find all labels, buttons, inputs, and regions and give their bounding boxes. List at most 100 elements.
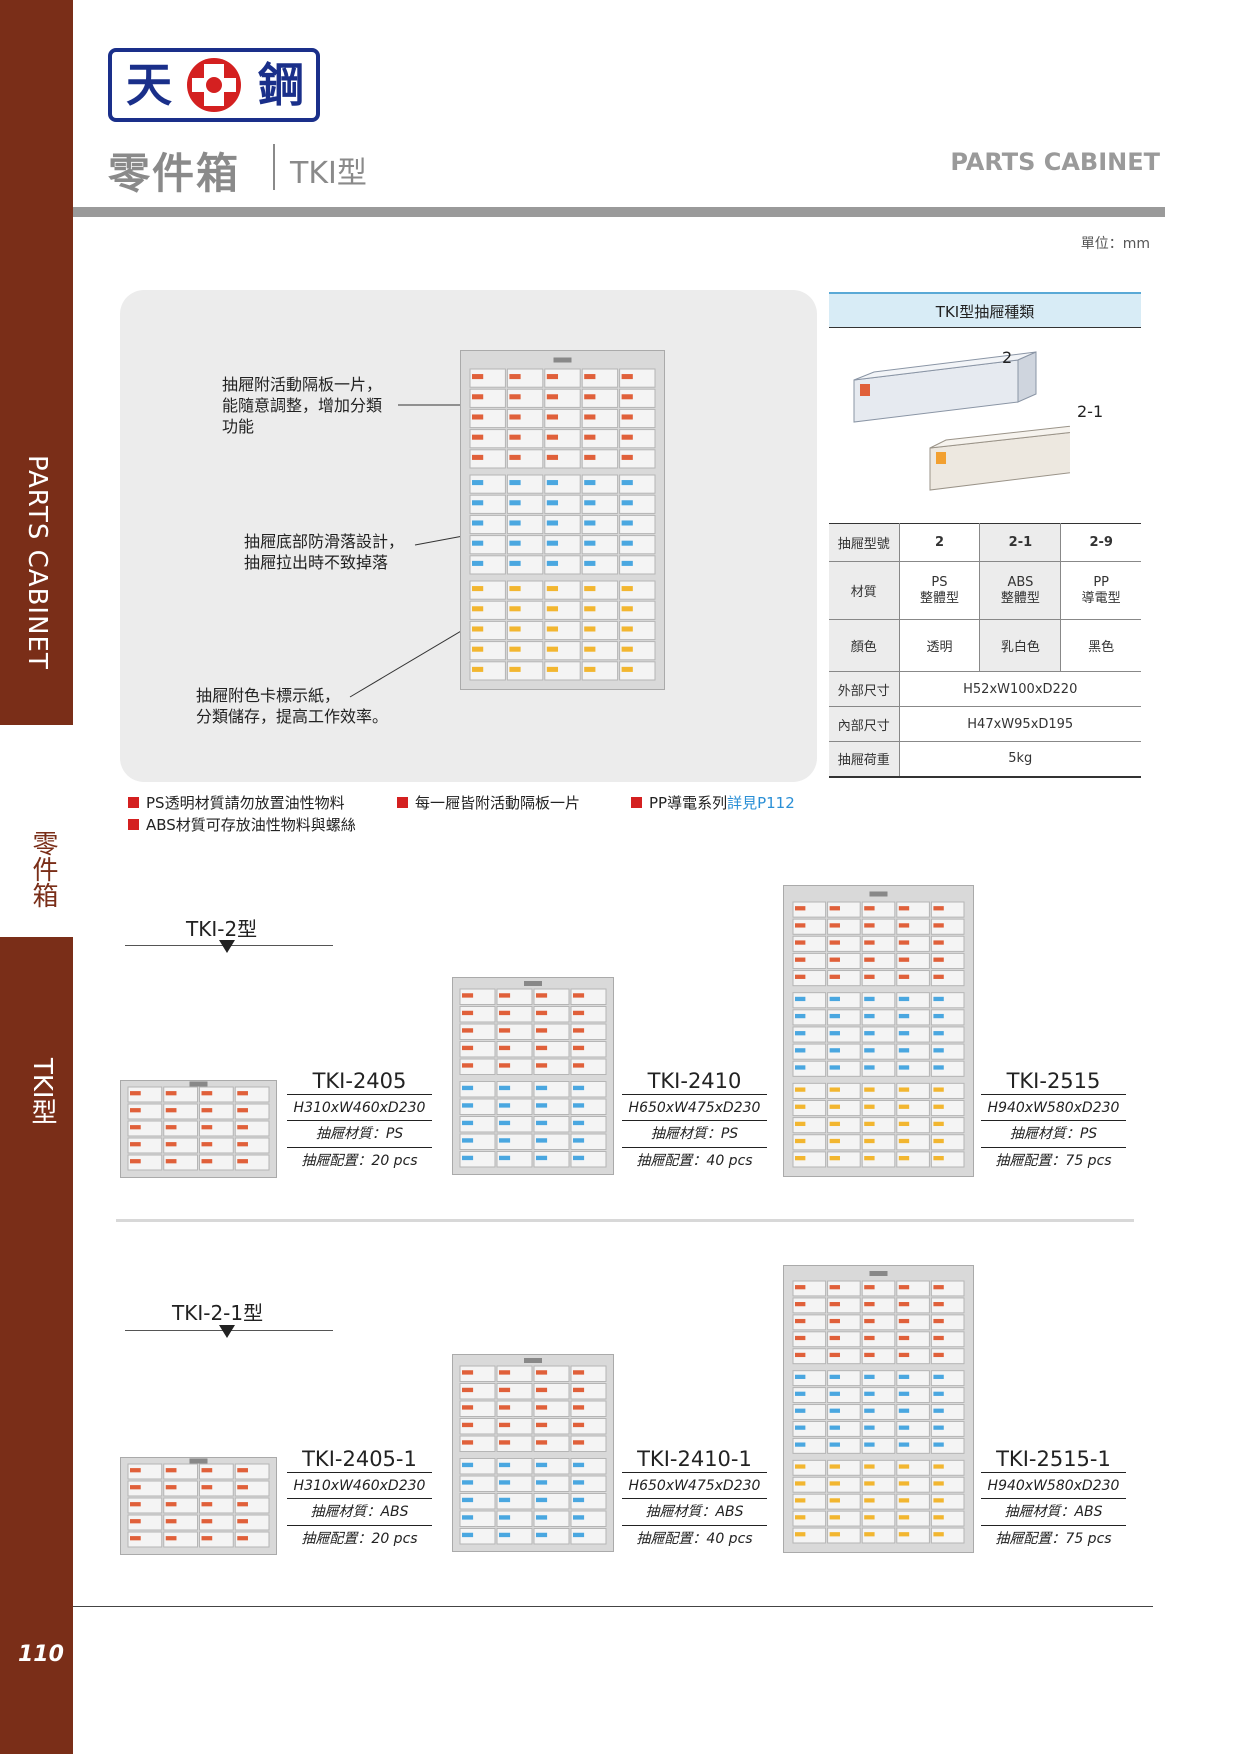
section-2-title: TKI-2-1型 (172, 1301, 264, 1325)
drawer-label-tab (584, 540, 596, 546)
cabinet-drawers (459, 1358, 607, 1545)
drawer (861, 1387, 896, 1404)
drawer-label-tab (536, 1387, 548, 1393)
drawer-label-tab (933, 1408, 944, 1413)
drawer (619, 429, 656, 449)
drawer (930, 1134, 965, 1151)
drawer-label-tab (536, 1497, 548, 1503)
drawer-label-tab (898, 1442, 910, 1447)
drawer-label-tab (165, 1468, 177, 1473)
drawer-label-tab (898, 940, 910, 945)
drawer-label-tab (795, 1065, 806, 1070)
drawer-label-tab (509, 560, 521, 566)
drawer-label-tab (462, 1532, 474, 1538)
drawer (896, 1099, 930, 1117)
drawer-label-tab (864, 1425, 875, 1430)
drawer-label-tab (472, 520, 484, 526)
drawer (506, 429, 544, 449)
drawer-label-tab (898, 1031, 910, 1036)
product-dims: H650xW475xD230 (622, 1473, 767, 1499)
drawer (459, 1400, 496, 1417)
drawer-label-tab (621, 454, 633, 460)
drawer (544, 474, 581, 494)
drawer-label-tab (898, 1013, 910, 1019)
note-1-text: PS透明材質請勿放置油性物料 (146, 794, 345, 812)
drawer-label-tab (584, 500, 596, 506)
drawer-label-tab (864, 1408, 875, 1413)
drawer (469, 600, 506, 620)
drawer-label-tab (829, 906, 840, 911)
logo-text: 天 (126, 58, 172, 112)
drawer-label-tab (201, 1536, 213, 1541)
drawer-label-tab (933, 1156, 944, 1161)
drawer (469, 661, 506, 681)
drawer-label-tab (864, 1352, 875, 1358)
sidebar-label-en: PARTS CABINET (22, 455, 52, 670)
drawer-label-tab (621, 560, 633, 566)
drawer-label-tab (462, 1462, 474, 1468)
drawer-label-tab (509, 520, 521, 526)
drawer (930, 1099, 965, 1117)
drawer-label-tab (795, 1352, 806, 1358)
sidebar-label-cn: 零件箱 (27, 830, 58, 916)
drawer (234, 1154, 270, 1171)
drawer-label-tab (584, 454, 596, 460)
callout-1: 抽屜附活動隔板一片， 能隨意調整，增加分類 功能 (222, 374, 382, 437)
drawer-label-tab (237, 1159, 248, 1164)
drawer-label-tab (864, 923, 875, 928)
drawer-label-tab (546, 414, 559, 420)
note-2: 每一屜皆附活動隔板一片 (397, 792, 580, 813)
drawer (792, 992, 827, 1009)
drawer-label-tab (829, 1498, 840, 1503)
drawer (533, 1475, 570, 1492)
drawer (930, 1297, 965, 1314)
drawer (496, 1041, 533, 1058)
drawer-label-tab (864, 1374, 875, 1379)
drawer (570, 1133, 607, 1150)
drawer (506, 388, 544, 408)
drawer-label-tab (462, 1422, 474, 1428)
drawer-label-tab (462, 1045, 474, 1051)
drawer (896, 970, 930, 987)
page-link[interactable]: 詳見P112 (727, 794, 795, 812)
drawer (792, 1280, 827, 1297)
product-label: TKI-2405-1 H310xW460xD230 抽屜材質：ABS 抽屜配置：… (287, 1447, 432, 1553)
drawer-label-tab (829, 1121, 840, 1127)
drawer-label-tab (584, 646, 596, 652)
drawer-label-tab (864, 1285, 875, 1290)
drawer-label-tab (536, 1045, 548, 1051)
drawer (163, 1086, 198, 1103)
drawer-label-tab (499, 1120, 511, 1126)
drawer (861, 1527, 896, 1544)
drawer (163, 1137, 198, 1154)
drawer-label-tab (621, 646, 633, 652)
drawer (861, 1117, 896, 1134)
drawer (544, 580, 581, 600)
drawer (930, 1026, 965, 1043)
sidebar-tab: TKI型 (27, 1058, 57, 1125)
drawer-label-tab (898, 1464, 910, 1469)
drawer (581, 449, 619, 469)
drawer-label-tab (472, 586, 484, 592)
drawer-label-tab (795, 1425, 806, 1430)
callout-2-line: 抽屜底部防滑落設計， (244, 532, 405, 551)
product-model: TKI-2515-1 (981, 1447, 1126, 1473)
drawer-label-tab (795, 1374, 806, 1379)
spec-line: ABS (1007, 574, 1034, 590)
drawer (533, 1133, 570, 1150)
drawer (930, 1151, 965, 1168)
drawer (581, 368, 619, 388)
drawer (827, 1297, 861, 1314)
drawer (533, 1383, 570, 1400)
drawer (896, 1348, 930, 1365)
drawer (544, 620, 581, 641)
drawer-label-tab (130, 1091, 141, 1096)
drawer (533, 1418, 570, 1435)
drawer-label-tab (864, 1013, 875, 1019)
callout-2-line: 抽屜拉出時不致掉落 (244, 553, 389, 572)
drawer-label-tab (829, 974, 840, 979)
drawer-label-tab (536, 1010, 548, 1016)
drawer-label-tab (536, 1063, 548, 1068)
drawer-label-tab (165, 1485, 177, 1490)
drawer (234, 1514, 270, 1531)
